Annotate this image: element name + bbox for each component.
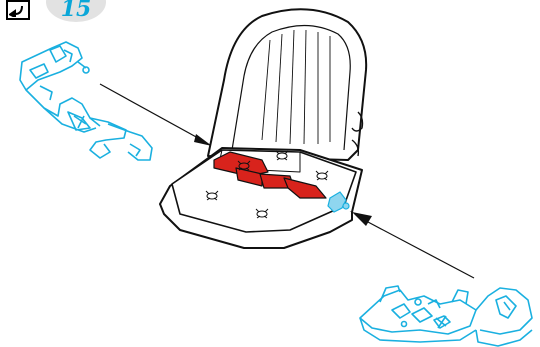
right-arrow bbox=[352, 212, 474, 278]
seat bbox=[160, 9, 366, 248]
left-arrow bbox=[100, 84, 212, 146]
left-harness-part bbox=[20, 42, 152, 160]
right-harness-part bbox=[360, 286, 532, 346]
